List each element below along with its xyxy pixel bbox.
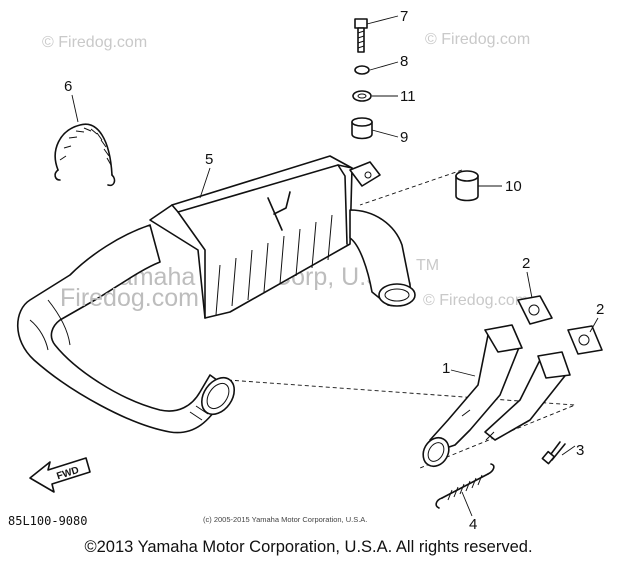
leader-7 bbox=[366, 15, 399, 25]
callout-2-upper: 2 bbox=[522, 255, 530, 272]
part-2-gasket-upper bbox=[517, 295, 553, 325]
callout-5: 5 bbox=[205, 151, 213, 168]
callout-6: 6 bbox=[64, 78, 72, 95]
callout-2-lower: 2 bbox=[596, 301, 604, 318]
leader-4 bbox=[461, 491, 473, 517]
footer-copyright: ©2013 Yamaha Motor Corporation, U.S.A. A… bbox=[84, 538, 533, 556]
part-11-nut bbox=[352, 90, 372, 102]
watermark-tm: TM bbox=[416, 257, 439, 274]
leader-1 bbox=[450, 369, 476, 377]
part-3-bolt bbox=[541, 441, 566, 465]
alignment-line-bracket bbox=[359, 169, 463, 206]
callout-1: 1 bbox=[442, 360, 450, 377]
watermark-firedog-mid-right: © Firedog.com bbox=[423, 292, 528, 309]
fwd-arrow-icon: FWD bbox=[29, 457, 91, 493]
part-6-spring bbox=[54, 123, 116, 187]
part-5-exhaust-pipe bbox=[17, 224, 236, 434]
part-9-collar bbox=[351, 117, 373, 140]
part-7-bolt bbox=[354, 18, 368, 53]
part-1-exhaust-manifold bbox=[422, 324, 571, 468]
watermark-firedog-top-right: © Firedog.com bbox=[425, 31, 530, 48]
leader-8 bbox=[369, 61, 399, 71]
leader-2-lower bbox=[589, 317, 599, 333]
part-8-washer bbox=[354, 65, 370, 75]
callout-10: 10 bbox=[505, 178, 522, 195]
watermark-firedog-mid-left: Firedog.com bbox=[60, 284, 199, 312]
leader-5 bbox=[199, 167, 211, 199]
callout-9: 9 bbox=[400, 129, 408, 146]
small-copyright: (c) 2005-2015 Yamaha Motor Corporation, … bbox=[203, 515, 367, 524]
part-4-spring bbox=[435, 463, 495, 509]
callout-4: 4 bbox=[469, 516, 477, 533]
leader-6 bbox=[71, 94, 79, 123]
callout-11: 11 bbox=[400, 88, 416, 105]
callout-8: 8 bbox=[400, 53, 408, 70]
leader-2-upper bbox=[526, 271, 533, 299]
part-10-grommet bbox=[455, 170, 479, 202]
leader-3 bbox=[561, 445, 576, 456]
alignment-line-joint bbox=[227, 379, 576, 469]
leader-9 bbox=[371, 129, 399, 138]
part-2-gasket-lower bbox=[567, 325, 603, 355]
callout-3: 3 bbox=[576, 442, 584, 459]
diagram-part-number: 85L100-9080 bbox=[8, 514, 87, 528]
watermark-firedog-top-left: © Firedog.com bbox=[42, 34, 147, 51]
callout-7: 7 bbox=[400, 8, 408, 25]
